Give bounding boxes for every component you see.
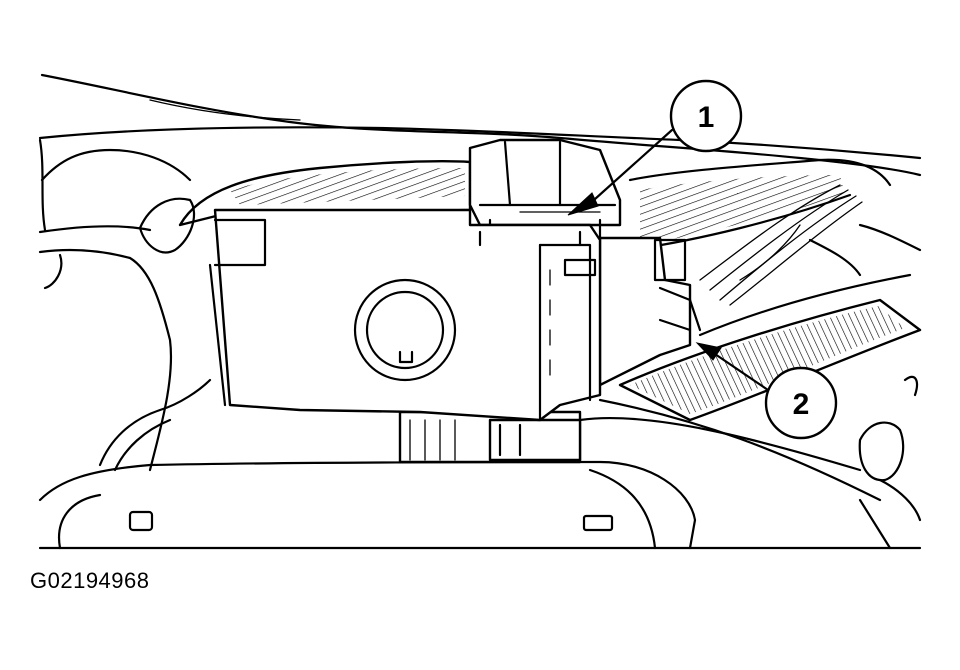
trim-panel (578, 273, 922, 502)
module-connector-socket (353, 278, 457, 382)
module-rear-box (598, 236, 702, 387)
lower-connectors (398, 410, 582, 464)
callout-1-label: 1 (698, 101, 715, 134)
figure-id: G02194968 (30, 568, 150, 593)
callout-1: 1 (567, 79, 743, 216)
callout-2: 2 (695, 342, 838, 440)
control-module (208, 208, 602, 422)
callout-2-label: 2 (793, 388, 810, 421)
